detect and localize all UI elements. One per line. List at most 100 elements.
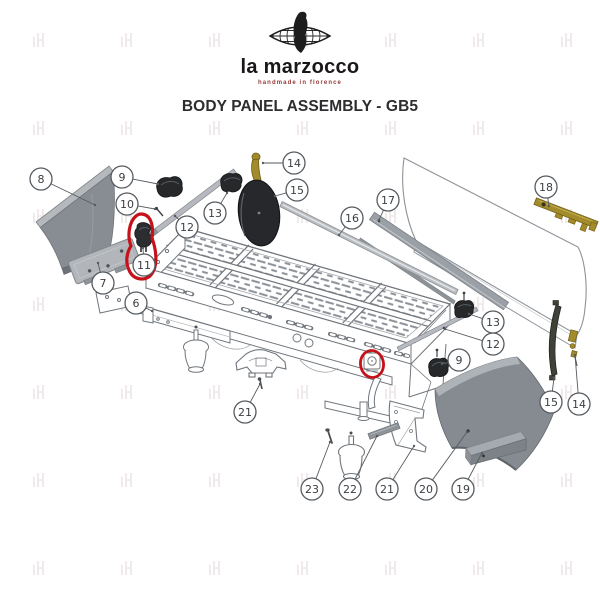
brand-tagline: handmade in florence [257, 80, 342, 86]
leader-dot [173, 214, 177, 218]
callout-number: 9 [456, 354, 463, 367]
callout-9-left: 9 [110, 165, 160, 189]
callout-circle [534, 175, 558, 199]
callout-15-left: 15 [273, 178, 309, 202]
callout-21-left: 21 [233, 382, 262, 424]
callout-circle [338, 477, 362, 501]
part-13-left-knob [220, 173, 243, 193]
callout-number: 16 [345, 212, 359, 225]
callout-number: 21 [380, 483, 394, 496]
machine-frame [95, 226, 452, 430]
leader-dot [467, 312, 471, 316]
leader-dot [96, 261, 100, 265]
page-title: BODY PANEL ASSEMBLY - GB5 [181, 98, 419, 115]
callout-13-right: 13 [467, 310, 505, 334]
callout-6: 6 [124, 291, 154, 315]
callout-circle [539, 390, 563, 414]
watermark-ph-monogram [473, 561, 484, 575]
watermark-ph-monogram [121, 33, 132, 47]
callout-23: 23 [300, 440, 332, 501]
part-10-screw [154, 206, 164, 217]
part-17-rear-trim [368, 211, 510, 311]
watermark-ph-monogram [297, 121, 308, 135]
callout-number: 23 [305, 483, 319, 496]
callout-circle [481, 332, 505, 356]
callout-number: 13 [486, 316, 500, 329]
leader-dot [443, 327, 447, 331]
watermark-ph-monogram [561, 385, 572, 399]
leader-dot [573, 353, 577, 357]
watermark-ph-monogram [297, 561, 308, 575]
callout-circle [414, 477, 438, 501]
callout-circle [447, 348, 471, 372]
part-9-left-knob [156, 176, 183, 198]
globe-lens-outline [268, 26, 332, 46]
callout-10: 10 [115, 192, 157, 216]
leader-dot [412, 444, 416, 448]
brand-name: la marzocco [240, 56, 360, 78]
watermark-ph-monogram [561, 561, 572, 575]
watermark-ph-monogram [33, 33, 44, 47]
watermark-ph-monogram [121, 121, 132, 135]
callout-circle [340, 206, 364, 230]
callout-number: 12 [180, 221, 194, 234]
part-21-right-bracket [388, 400, 427, 453]
watermark-ph-monogram [209, 561, 220, 575]
part-14-right-lever-parts [567, 329, 579, 367]
callout-number: 7 [100, 277, 107, 290]
leader-dot [258, 382, 262, 386]
leader-dot [156, 182, 160, 186]
callout-circle [115, 192, 139, 216]
callout-circle [376, 188, 400, 212]
callout-circle [300, 477, 324, 501]
part-23-screw [325, 428, 333, 444]
watermark-ph-monogram [385, 209, 396, 223]
leader-dot [225, 191, 229, 195]
watermark-ph-monogram [33, 209, 44, 223]
watermark-ph-monogram [209, 473, 220, 487]
channel-beam [142, 305, 231, 344]
callout-number: 8 [38, 173, 45, 186]
part-22-strip [367, 422, 401, 440]
callout-number: 21 [238, 406, 252, 419]
watermark-ph-monogram [561, 473, 572, 487]
callout-22: 22 [338, 434, 379, 501]
left-foot [183, 325, 209, 373]
callout-circle [451, 477, 475, 501]
watermark-ph-monogram [209, 385, 220, 399]
callout-circle [203, 201, 227, 225]
callout-7: 7 [91, 261, 115, 295]
callout-number: 6 [133, 297, 140, 310]
callout-number: 14 [572, 398, 586, 411]
callout-18: 18 [534, 175, 558, 208]
callout-circle [175, 215, 199, 239]
callout-12-right: 12 [443, 327, 505, 356]
callout-circle [110, 165, 134, 189]
leader-dot [552, 376, 556, 380]
callout-number: 10 [120, 198, 134, 211]
highlight-ellipse-frame-latch [359, 349, 385, 379]
leader-dot [141, 246, 145, 250]
leader-dot [480, 451, 484, 455]
callout-9-right: 9 [440, 348, 471, 372]
leader-dot [440, 362, 444, 366]
watermark-ph-monogram [121, 561, 132, 575]
callout-15-right: 15 [539, 376, 563, 414]
callout-19: 19 [451, 451, 484, 501]
part-13-right-knob [454, 291, 474, 318]
callout-17: 17 [376, 188, 400, 222]
leader-dot [261, 161, 265, 165]
frame-leg [359, 401, 368, 418]
leader-dot [150, 309, 154, 313]
header: la marzocco handmade in florence BODY PA… [0, 10, 600, 116]
part-19-bracket [465, 431, 527, 466]
callout-number: 15 [290, 184, 304, 197]
leader-dot [328, 440, 332, 444]
callout-circle [132, 253, 156, 277]
watermark-ph-monogram [33, 297, 44, 311]
watermark-ph-monogram [209, 121, 220, 135]
part-22-foot [337, 431, 366, 481]
leader-dot [273, 194, 277, 198]
watermark-ph-monogram [473, 473, 484, 487]
